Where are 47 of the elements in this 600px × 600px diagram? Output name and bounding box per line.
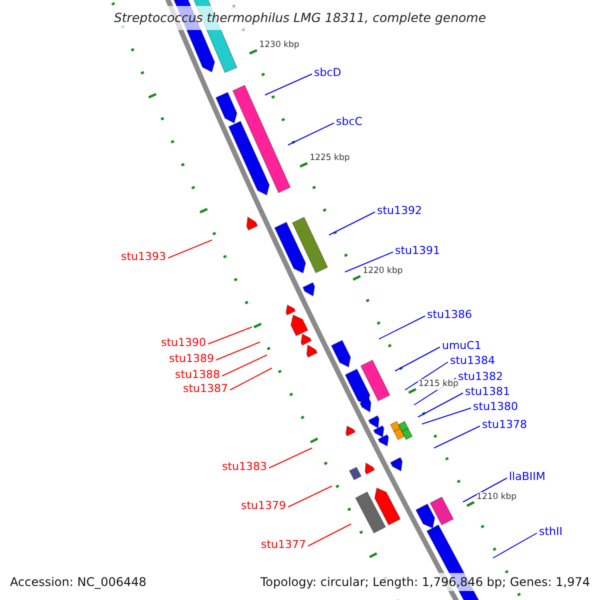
leader-line <box>208 326 252 344</box>
gene-label: umuC1 <box>442 339 482 353</box>
leader-line <box>492 532 538 558</box>
gene-label: llaBIIM <box>509 470 546 484</box>
gene-label: stu1379 <box>240 499 286 513</box>
leader-line <box>288 122 334 146</box>
gene-label: stu1383 <box>222 460 267 474</box>
leader-line <box>434 426 480 448</box>
leader-line <box>418 392 464 418</box>
leader-line <box>344 252 394 272</box>
gene-label: stu1391 <box>395 244 440 258</box>
leader-line <box>288 486 332 508</box>
gene-label: stu1392 <box>377 204 422 218</box>
scale-label: 1230 kbp <box>259 40 300 51</box>
gene-label: stu1387 <box>182 382 228 396</box>
footer-text: Topology: circular; Length: 1,796,846 bp; Genes: 1,974 <box>258 573 592 591</box>
scale-label: 1225 kbp <box>310 152 350 164</box>
leader-line <box>378 316 426 340</box>
leader-line <box>462 478 508 502</box>
leader-line <box>268 448 312 468</box>
leader-line <box>328 212 376 236</box>
gene-label: stu1381 <box>465 385 510 399</box>
gene-label: stu1388 <box>174 368 220 382</box>
gene-label: stu1390 <box>160 336 206 350</box>
leader-line <box>308 524 352 546</box>
gene-label: sthII <box>539 525 563 539</box>
scale-label: 1220 kbp <box>362 266 403 277</box>
scale-label: 1215 kbp <box>418 378 458 390</box>
gene-label: stu1382 <box>458 370 504 384</box>
leader-line <box>230 368 272 390</box>
gene-label: sbcD <box>314 66 342 80</box>
gene-label: stu1386 <box>427 308 472 322</box>
gene-label: stu1378 <box>482 418 528 432</box>
gene-label: stu1389 <box>168 352 214 366</box>
gene-label: sbcC <box>336 115 362 129</box>
gene-label: stu1380 <box>473 400 518 414</box>
gene-label: stu1377 <box>260 538 306 552</box>
leader-line <box>264 74 312 96</box>
leader-line <box>422 408 472 424</box>
leader-line <box>216 342 260 360</box>
scale-label: 1210 kbp <box>476 492 517 503</box>
leader-line <box>404 362 448 390</box>
leader-line <box>168 240 212 258</box>
gene-label: stu1393 <box>120 250 166 264</box>
gene-label: stu1384 <box>450 354 496 368</box>
leader-line <box>222 354 268 376</box>
leader-line <box>394 346 440 372</box>
